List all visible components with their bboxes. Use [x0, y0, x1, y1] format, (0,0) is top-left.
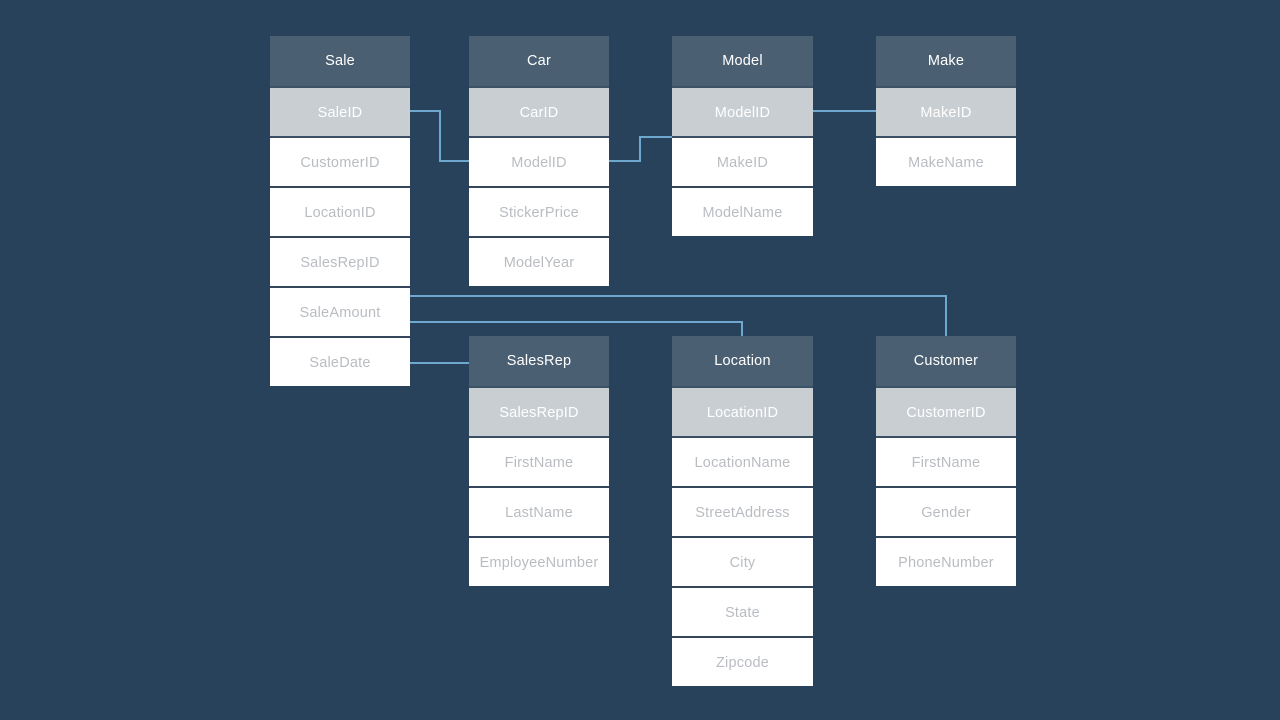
primary-key-row-car[interactable]: CarID [469, 86, 609, 136]
field-row-car[interactable]: StickerPrice [469, 186, 609, 236]
primary-key-row-make[interactable]: MakeID [876, 86, 1016, 136]
field-row-sale[interactable]: LocationID [270, 186, 410, 236]
field-row-customer[interactable]: FirstName [876, 436, 1016, 486]
connector-car-model [609, 136, 672, 162]
field-row-model[interactable]: MakeID [672, 136, 813, 186]
connector-sale-car [410, 110, 469, 162]
entity-header-customer: Customer [876, 336, 1016, 386]
connector-sale-location [410, 321, 743, 336]
entity-header-car: Car [469, 36, 609, 86]
field-row-location[interactable]: StreetAddress [672, 486, 813, 536]
field-row-sale[interactable]: CustomerID [270, 136, 410, 186]
field-row-sale[interactable]: SalesRepID [270, 236, 410, 286]
primary-key-row-salesrep[interactable]: SalesRepID [469, 386, 609, 436]
field-row-make[interactable]: MakeName [876, 136, 1016, 186]
field-row-car[interactable]: ModelID [469, 136, 609, 186]
entity-header-location: Location [672, 336, 813, 386]
primary-key-row-sale[interactable]: SaleID [270, 86, 410, 136]
entity-header-model: Model [672, 36, 813, 86]
primary-key-row-customer[interactable]: CustomerID [876, 386, 1016, 436]
primary-key-row-location[interactable]: LocationID [672, 386, 813, 436]
field-row-sale[interactable]: SaleDate [270, 336, 410, 386]
field-row-location[interactable]: LocationName [672, 436, 813, 486]
field-row-location[interactable]: State [672, 586, 813, 636]
field-row-location[interactable]: City [672, 536, 813, 586]
field-row-car[interactable]: ModelYear [469, 236, 609, 286]
entity-header-sale: Sale [270, 36, 410, 86]
entity-header-salesrep: SalesRep [469, 336, 609, 386]
field-row-salesrep[interactable]: EmployeeNumber [469, 536, 609, 586]
field-row-model[interactable]: ModelName [672, 186, 813, 236]
entity-header-make: Make [876, 36, 1016, 86]
field-row-location[interactable]: Zipcode [672, 636, 813, 686]
field-row-customer[interactable]: Gender [876, 486, 1016, 536]
primary-key-row-model[interactable]: ModelID [672, 86, 813, 136]
field-row-sale[interactable]: SaleAmount [270, 286, 410, 336]
connector-sale-customer [410, 295, 947, 336]
field-row-salesrep[interactable]: LastName [469, 486, 609, 536]
field-row-customer[interactable]: PhoneNumber [876, 536, 1016, 586]
field-row-salesrep[interactable]: FirstName [469, 436, 609, 486]
